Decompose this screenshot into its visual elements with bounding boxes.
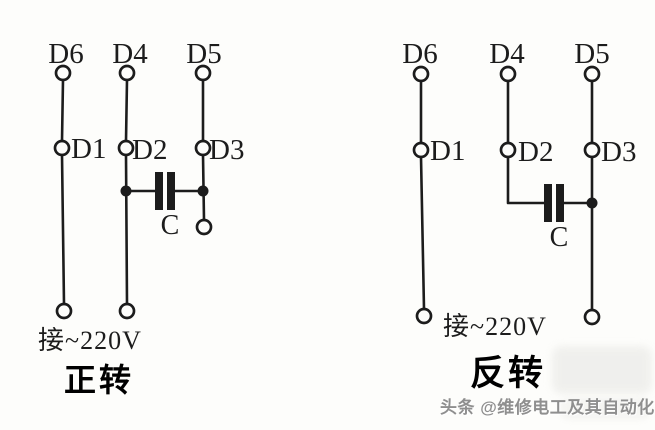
terminal-label-d1: D1 [71, 133, 107, 165]
wire [506, 155, 546, 205]
terminal-circle [54, 64, 72, 82]
diagram-reverse [412, 65, 601, 326]
junction-dot [197, 185, 209, 197]
supply-label: 接~220V [443, 312, 547, 341]
terminal-circle [118, 64, 136, 82]
capacitor-plate [556, 184, 564, 222]
terminal-label-d1: D1 [430, 135, 466, 167]
terminal-circle [583, 65, 601, 83]
terminal-circle [194, 64, 212, 82]
terminal-circle [415, 307, 433, 325]
wire [419, 155, 426, 311]
terminal-circle [499, 65, 517, 83]
supply-label: 接~220V [38, 326, 142, 355]
wire [60, 153, 66, 306]
watermark-text: 头条 @维修电工及其自动化 [440, 398, 655, 417]
terminal-circle [499, 141, 517, 159]
terminal-circle [117, 139, 135, 157]
diagram-forward [53, 64, 213, 320]
scan-smudge [552, 346, 652, 394]
terminal-label-d4: D4 [112, 38, 148, 70]
terminal-circle [412, 141, 430, 159]
terminal-label-d4: D4 [489, 38, 525, 70]
terminal-label-d2: D2 [132, 134, 168, 166]
terminal-circle [194, 139, 212, 157]
terminal-circle [412, 65, 430, 83]
terminal-label-d5: D5 [574, 38, 610, 70]
capacitor-plate [155, 172, 163, 210]
capacitor-plate [167, 172, 175, 210]
terminal-circle [583, 308, 601, 326]
terminal-circle [195, 218, 213, 236]
wire [124, 153, 129, 306]
wire [124, 78, 129, 143]
capacitor-plate [544, 184, 552, 222]
terminal-circle [53, 139, 71, 157]
scan-smudge [560, 398, 650, 420]
capacitor-label: C [549, 222, 569, 253]
junction-dot [120, 185, 132, 197]
terminal-label-d6: D6 [48, 38, 84, 70]
terminal-label-d3: D3 [601, 136, 637, 168]
terminal-label-d5: D5 [186, 38, 222, 70]
terminal-label-d6: D6 [402, 38, 438, 70]
wire [60, 78, 65, 143]
terminal-label-d3: D3 [209, 134, 245, 166]
terminal-label-d2: D2 [518, 136, 554, 168]
terminal-circle [118, 302, 136, 320]
caption-forward: 正转 [64, 362, 135, 398]
terminal-circle [55, 302, 73, 320]
capacitor-label: C [160, 210, 180, 241]
caption-reverse: 反转 [470, 354, 547, 393]
terminal-circle [583, 141, 601, 159]
